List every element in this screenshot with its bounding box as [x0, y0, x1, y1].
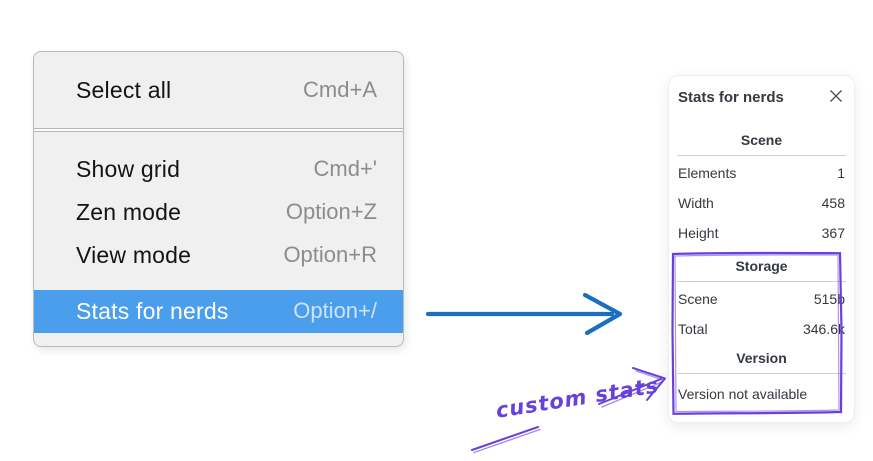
stat-label: Height [678, 225, 719, 241]
stat-row-height: Height 367 [677, 218, 846, 248]
menu-item-shortcut: Cmd+A [303, 77, 377, 102]
context-menu: Select all Cmd+A Show grid Cmd+' Zen mod… [33, 51, 404, 347]
panel-header: Stats for nerds [677, 88, 846, 106]
menu-item-shortcut: Option+Z [285, 199, 377, 224]
stat-row-total-storage: Total 346.6k [677, 314, 846, 344]
menu-item-label: View mode [76, 241, 192, 268]
stat-value: 515b [813, 291, 845, 307]
menu-item-label: Zen mode [76, 198, 182, 225]
stat-label: Elements [678, 165, 737, 181]
menu-item-zen-mode[interactable]: Zen mode Option+Z [34, 191, 403, 234]
menu-item-stats-for-nerds[interactable]: Stats for nerds Option+/ [34, 289, 403, 333]
section-heading-storage: Storage [677, 258, 846, 282]
stat-row-scene-storage: Scene 515b [677, 284, 846, 314]
menu-item-label: Select all [76, 76, 172, 103]
menu-item-label: Stats for nerds [76, 297, 229, 324]
menu-item-label: Show grid [76, 155, 181, 182]
stat-label: Scene [678, 291, 718, 307]
stat-value: 346.6k [802, 321, 845, 337]
version-note: Version not available [678, 386, 808, 402]
menu-item-shortcut: Option+R [283, 242, 377, 267]
annotation-arrow [471, 367, 666, 454]
menu-item-view-mode[interactable]: View mode Option+R [34, 234, 403, 277]
menu-item-shortcut: Cmd+' [313, 156, 378, 181]
stats-for-nerds-panel: Stats for nerds Scene Elements 1 Width 4… [668, 75, 855, 423]
stat-row-width: Width 458 [677, 188, 846, 218]
close-button[interactable] [827, 88, 845, 106]
stat-row-elements: Elements 1 [677, 158, 846, 188]
pointer-arrow [425, 292, 623, 336]
section-heading-scene: Scene [677, 132, 846, 156]
stat-value: 1 [837, 165, 845, 181]
menu-item-shortcut: Option+/ [293, 298, 377, 323]
stat-value: 367 [821, 225, 845, 241]
panel-title: Stats for nerds [678, 88, 784, 106]
stat-value: 458 [821, 195, 845, 211]
stat-label: Width [678, 195, 714, 211]
menu-item-select-all[interactable]: Select all Cmd+A [34, 69, 403, 112]
stat-label: Total [678, 321, 708, 337]
menu-divider [34, 128, 403, 132]
annotation-label: custom stats [494, 373, 661, 423]
section-heading-version: Version [677, 350, 846, 374]
close-icon [829, 89, 843, 106]
menu-item-show-grid[interactable]: Show grid Cmd+' [34, 148, 403, 191]
